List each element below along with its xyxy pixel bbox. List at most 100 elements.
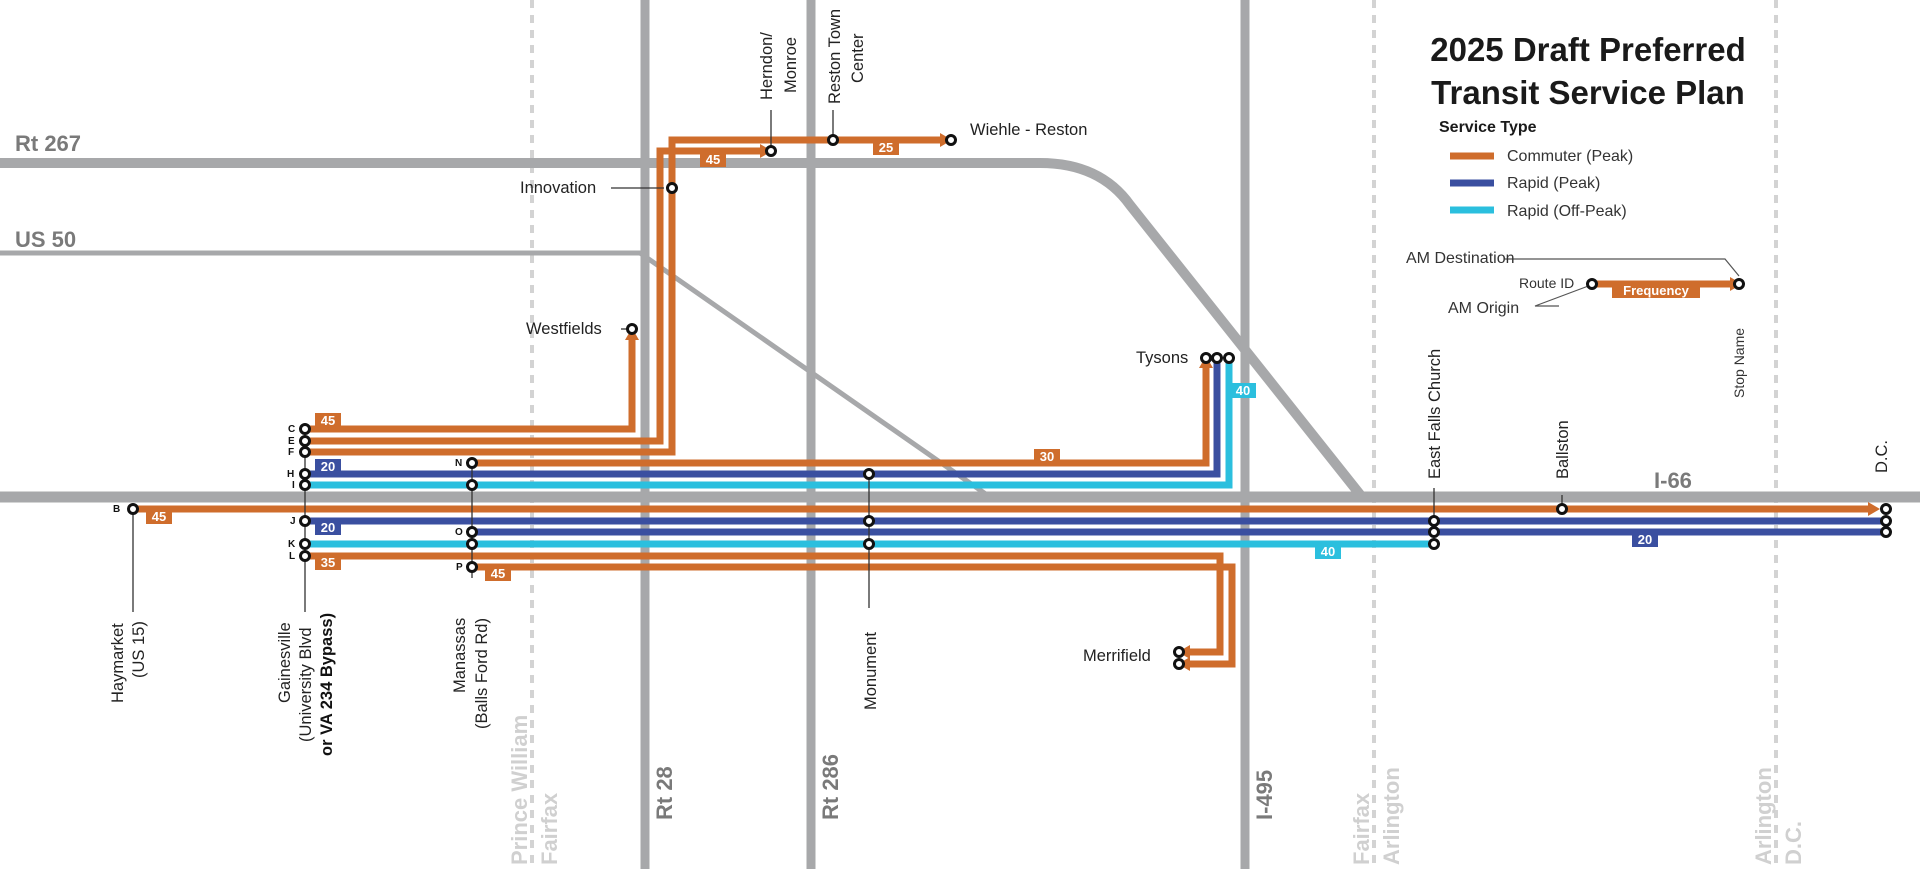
legend-key-am-destination: AM Destination <box>1406 250 1515 267</box>
freq-badge-c: 45 <box>315 413 341 428</box>
legend-key-am-origin: AM Origin <box>1448 300 1519 317</box>
legend-key-origin-stop <box>1586 278 1598 290</box>
county-label-arlington-west: Arlington <box>1379 767 1404 865</box>
road-label-us50: US 50 <box>15 227 76 252</box>
leader-lines <box>132 110 1563 612</box>
svg-text:45: 45 <box>706 152 720 167</box>
freq-badge-k-offpeak: 40 <box>1315 544 1341 559</box>
stop-tysons-3[interactable] <box>1223 352 1235 364</box>
label-merrifield: Merrifield <box>1083 647 1151 665</box>
arrow-dc <box>1868 502 1880 516</box>
stop-merrifield-1[interactable] <box>1173 646 1185 658</box>
stop-manassas-n[interactable] <box>466 457 478 469</box>
stop-dc-j[interactable] <box>1880 515 1892 527</box>
route-id-o: O <box>455 527 463 538</box>
stop-ballston[interactable] <box>1556 503 1568 515</box>
stop-monument-j[interactable] <box>863 515 875 527</box>
stop-monument-h[interactable] <box>863 468 875 480</box>
label-westfields: Westfields <box>526 320 602 338</box>
route-id-i: I <box>292 480 295 491</box>
stop-efc-j[interactable] <box>1428 515 1440 527</box>
label-tysons: Tysons <box>1136 349 1188 367</box>
stop-monument-k[interactable] <box>863 538 875 550</box>
freq-badge-wiehle: 25 <box>873 140 899 155</box>
stop-wiehle[interactable] <box>945 134 957 146</box>
title-block: 2025 Draft Preferred Transit Service Pla… <box>1430 31 1746 111</box>
stops <box>127 134 1892 670</box>
label-gainesville-sub2: or VA 234 Bypass) <box>318 613 336 756</box>
stop-manassas-i[interactable] <box>466 479 478 491</box>
stop-merrifield-2[interactable] <box>1173 658 1185 670</box>
svg-text:40: 40 <box>1236 383 1250 398</box>
freq-badge-rapid-dc: 20 <box>1632 532 1658 547</box>
stop-gainesville-i[interactable] <box>299 479 311 491</box>
stop-labels: Haymarket (US 15) Gainesville (Universit… <box>109 9 1891 756</box>
route-id-h: H <box>287 469 294 480</box>
legend-label-commuter: Commuter (Peak) <box>1507 148 1633 165</box>
label-manassas-sub: (Balls Ford Rd) <box>473 618 491 729</box>
label-haymarket-sub: (US 15) <box>130 621 148 678</box>
route-h-tysons <box>305 358 1221 478</box>
svg-text:20: 20 <box>1638 532 1652 547</box>
stop-westfields[interactable] <box>626 323 638 335</box>
route-id-k: K <box>288 539 296 550</box>
route-id-j: J <box>290 516 296 527</box>
stop-reston-town-center[interactable] <box>827 134 839 146</box>
legend: Service Type Commuter (Peak) Rapid (Peak… <box>1406 119 1747 398</box>
route-p-merrifield <box>472 563 1236 668</box>
stop-manassas-p[interactable] <box>466 561 478 573</box>
label-ballston: Ballston <box>1554 420 1572 479</box>
stop-tysons-1[interactable] <box>1200 352 1212 364</box>
stop-dc-o[interactable] <box>1880 526 1892 538</box>
stop-manassas-o[interactable] <box>466 526 478 538</box>
stop-innovation[interactable] <box>666 182 678 194</box>
stop-gainesville-l[interactable] <box>299 550 311 562</box>
legend-key-route-id: Route ID <box>1519 275 1574 291</box>
road-us50 <box>0 250 992 500</box>
legend-key-frequency: Frequency <box>1623 283 1690 298</box>
stop-gainesville-k[interactable] <box>299 538 311 550</box>
legend-label-rapid-offpeak: Rapid (Off-Peak) <box>1507 203 1627 220</box>
svg-text:30: 30 <box>1040 449 1054 464</box>
county-label-fairfax-west: Fairfax <box>537 792 562 865</box>
stop-tysons-2[interactable] <box>1211 352 1223 364</box>
route-id-e: E <box>288 436 295 447</box>
stop-herndon[interactable] <box>765 145 777 157</box>
stop-gainesville-e[interactable] <box>299 435 311 447</box>
svg-text:45: 45 <box>152 509 166 524</box>
label-haymarket: Haymarket <box>109 623 127 703</box>
label-innovation: Innovation <box>520 179 596 197</box>
stop-efc-k[interactable] <box>1428 538 1440 550</box>
stop-gainesville-f[interactable] <box>299 446 311 458</box>
svg-text:25: 25 <box>879 140 893 155</box>
label-wiehle: Wiehle - Reston <box>970 121 1087 139</box>
label-herndon: Herndon/ <box>758 32 776 100</box>
stop-haymarket-b[interactable] <box>127 503 139 515</box>
stop-gainesville-j[interactable] <box>299 515 311 527</box>
freq-badge-j: 20 <box>315 520 341 535</box>
label-herndon-sub: Monroe <box>782 37 800 93</box>
label-reston-tc-sub: Center <box>849 33 867 83</box>
road-rt267 <box>0 158 1366 501</box>
stop-efc-o[interactable] <box>1428 526 1440 538</box>
county-label-fairfax-east: Fairfax <box>1349 792 1374 865</box>
stop-gainesville-c[interactable] <box>299 423 311 435</box>
route-f-wiehle <box>305 136 942 456</box>
freq-badge-n: 30 <box>1034 449 1060 464</box>
label-monument: Monument <box>862 632 880 710</box>
stop-gainesville-h[interactable] <box>299 468 311 480</box>
stop-manassas-k[interactable] <box>466 538 478 550</box>
legend-heading: Service Type <box>1439 119 1537 136</box>
road-label-rt286: Rt 286 <box>818 754 843 820</box>
freq-badge-herndon: 45 <box>700 152 726 167</box>
svg-text:35: 35 <box>321 555 335 570</box>
legend-key: Frequency AM Destination Route ID AM Ori… <box>1406 250 1747 398</box>
svg-text:20: 20 <box>321 459 335 474</box>
freq-badge-p: 45 <box>485 566 511 581</box>
route-n-tysons <box>472 366 1210 467</box>
svg-text:20: 20 <box>321 520 335 535</box>
freq-badge-h: 20 <box>315 459 341 474</box>
county-label-dc: D.C. <box>1781 821 1806 865</box>
stop-dc-b[interactable] <box>1880 503 1892 515</box>
